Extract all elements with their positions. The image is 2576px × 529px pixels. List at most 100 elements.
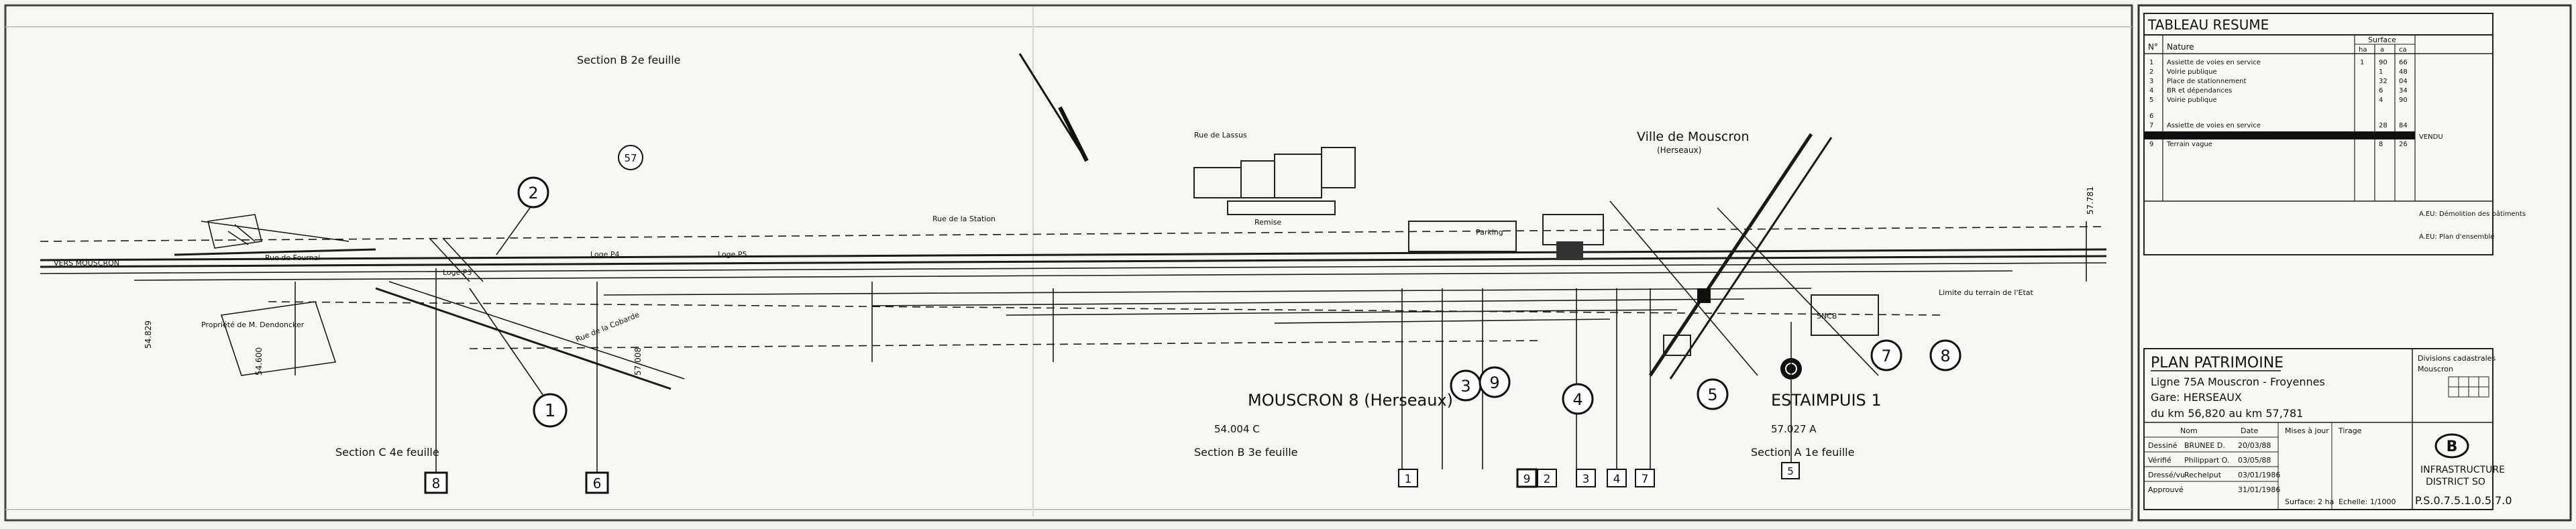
signature-role: Approuvé	[2148, 485, 2184, 494]
tableau-row-ca: 04	[2399, 78, 2408, 85]
box-4-text: 4	[1613, 473, 1621, 486]
tableau-row-a: 28	[2379, 122, 2387, 129]
parcel-54004c: 54.004 C	[1214, 423, 1260, 435]
cadastral-grid	[2448, 376, 2489, 398]
tableau-row-ca: 84	[2399, 122, 2408, 129]
plan-surface: Surface: 2 ha	[2285, 497, 2334, 506]
tableau-row-nature: Voirie publique	[2167, 68, 2217, 76]
plan-patrimoine-block: PLAN PATRIMOINE Ligne 75A Mouscron - Fro…	[2143, 348, 2512, 510]
box-1: 1	[1398, 469, 1418, 487]
propriete-label: Propriété de M. Dendoncker	[201, 320, 305, 329]
callout-2-leader	[496, 207, 531, 255]
signature-date: 20/03/88	[2238, 441, 2271, 450]
remise-label: Remise	[1254, 218, 1281, 227]
box-8: 8	[424, 471, 448, 494]
signature-role: Dessiné	[2148, 441, 2178, 450]
signature-name: BRUNEE D.	[2184, 441, 2225, 450]
station-title: MOUSCRON 8 (Herseaux)	[1248, 391, 1453, 410]
drawing-frame	[4, 4, 2133, 522]
box-3-text: 3	[1582, 473, 1590, 486]
tableau-row-number: 9	[2149, 141, 2153, 148]
tableau-title: TABLEAU RESUME	[2147, 17, 2269, 33]
plan-reference: P.S.0.7.5.1.0.5.7.0	[2415, 494, 2512, 507]
section-b3-label: Section B 3e feuille	[1194, 446, 1298, 459]
signature-date: 03/05/88	[2238, 456, 2271, 465]
section-b2-label: Section B 2e feuille	[577, 54, 681, 66]
tableau-row-number: 5	[2149, 97, 2153, 104]
signature-date: 03/01/1986	[2238, 471, 2280, 479]
signature-name: Rechelput	[2184, 471, 2222, 479]
tableau-row-number: 3	[2149, 78, 2153, 85]
box-3: 3	[1576, 469, 1596, 487]
rue-station-label: Rue de la Station	[932, 215, 996, 223]
plan-tirage: Tirage	[2338, 426, 2362, 435]
box-2: 2	[1537, 469, 1557, 487]
plan-km: du km 56,820 au km 57,781	[2151, 407, 2303, 420]
box-2-text: 2	[1544, 473, 1551, 486]
sncb-logo-letter: B	[2447, 438, 2458, 455]
tableau-row-ca: 90	[2399, 97, 2408, 104]
plan-date-header: Date	[2241, 426, 2259, 435]
ville-sub-label: (Herseaux)	[1657, 145, 1701, 155]
plan-gare: Gare: HERSEAUX	[2151, 391, 2242, 404]
box-4: 4	[1607, 469, 1627, 487]
tableau-row-ca: 26	[2399, 141, 2408, 148]
loge-p3-label: Loge P3	[443, 268, 472, 277]
km-left-label: 54.829	[144, 320, 153, 349]
tableau-row-nature: Terrain vague	[2166, 141, 2212, 148]
signature-date: 31/01/1986	[2238, 485, 2280, 494]
callout-3: 3	[1450, 369, 1482, 402]
box-7-text: 7	[1642, 473, 1649, 486]
callout-9: 9	[1479, 366, 1511, 398]
parcel-54600: 54.600	[254, 347, 264, 375]
box-9: 9	[1516, 468, 1538, 488]
plan-division-name: Mouscron	[2418, 365, 2453, 373]
callout-3-text: 3	[1460, 377, 1470, 396]
box-7: 7	[1635, 469, 1655, 487]
tableau-row-nature: BR et dépendances	[2167, 86, 2232, 95]
tableau-row-a: 6	[2379, 87, 2383, 95]
tableau-row-ha: 1	[2360, 59, 2364, 66]
parcel-57027a: 57.027 A	[1771, 423, 1817, 435]
tableau-row-nature: Chemin d'exploitation	[2167, 131, 2241, 139]
tableau-col-surface: Surface	[2368, 36, 2396, 44]
tableau-row-number: 8	[2149, 131, 2153, 139]
ville-label: Ville de Mouscron	[1637, 129, 1749, 144]
tableau-row-a: 3	[2379, 131, 2383, 139]
tableau-row-number: 6	[2149, 113, 2153, 120]
tableau-row-number: 1	[2149, 59, 2153, 66]
plan-ligne: Ligne 75A Mouscron - Froyennes	[2151, 375, 2325, 388]
limite-label: Limite du terrain de l'Etat	[1939, 288, 2034, 297]
tableau-unit-ha: ha	[2359, 46, 2367, 54]
rue-lassus-label: Rue de Lassus	[1194, 131, 1247, 139]
rue-fournai-label: Rue de Fournai	[265, 253, 320, 262]
tableau-note-1: A.EU: Démolition des bâtiments	[2419, 210, 2526, 218]
plan-nom-header: Nom	[2180, 426, 2198, 435]
tableau-row-number: 7	[2149, 122, 2153, 129]
tableau-row-a: 90	[2379, 59, 2387, 66]
tableau-row-number: 2	[2149, 68, 2153, 76]
callout-8: 8	[1929, 339, 1962, 371]
signature-name: Philippart O.	[2184, 456, 2230, 465]
tableau-unit-a: a	[2380, 46, 2384, 54]
callout-4: 4	[1562, 383, 1594, 415]
parcel-57008: 57.008	[633, 347, 643, 375]
callout-5: 5	[1697, 378, 1729, 410]
tableau-col-no: N°	[2148, 42, 2158, 52]
tableau-rows: 1 Assiette de voies en service 1 90 6 6 2 Voiri…	[2149, 59, 2408, 148]
section-c4-label: Section C 4e feuille	[335, 446, 439, 459]
tableau-row-ca: 12	[2399, 131, 2408, 139]
vers-mouscron-label: VERS MOUSCRON	[54, 259, 119, 268]
callout-57: 57	[618, 145, 643, 170]
tableau-vendu: VENDU	[2419, 133, 2443, 141]
box-1-text: 1	[1405, 473, 1412, 486]
tableau-row-nature: Assiette de voies en service	[2167, 59, 2261, 66]
box-5: 5	[1781, 462, 1800, 479]
callout-1: 1	[533, 393, 568, 428]
signature-role: Vérifié	[2148, 456, 2171, 465]
tableau-row-a: 32	[2379, 78, 2387, 85]
signal-code-label: SNCB	[1817, 312, 1837, 320]
